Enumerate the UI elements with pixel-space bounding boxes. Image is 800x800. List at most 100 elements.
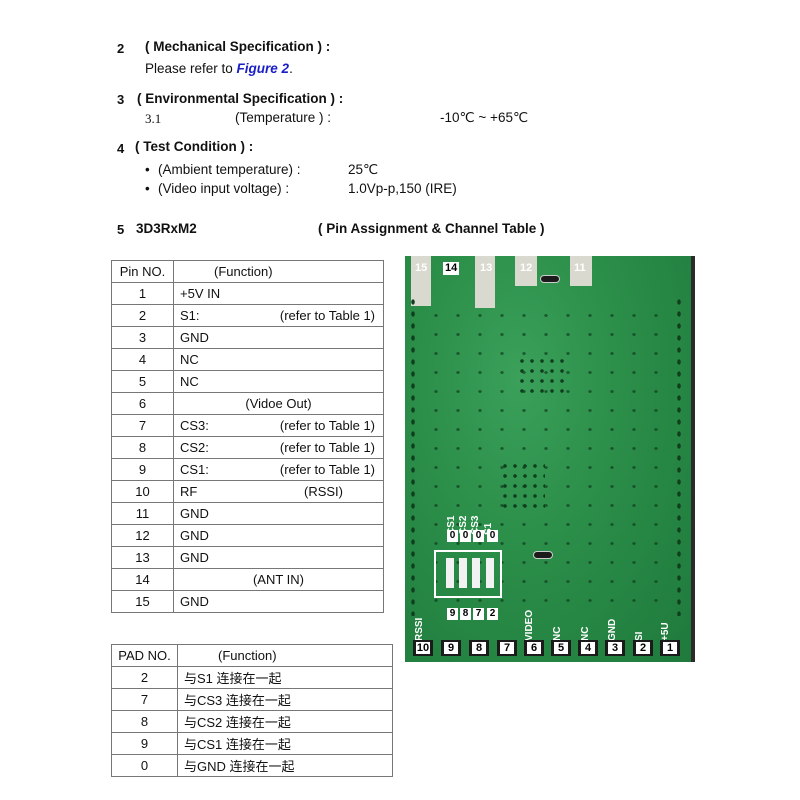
dip-switch [486, 558, 494, 588]
bottom-pin-label: 5 [554, 642, 568, 654]
model-name: 3D3RxM2 [136, 221, 197, 236]
pin-number: 5 [111, 370, 174, 393]
section-2-title: ( Mechanical Specification ) : [145, 39, 331, 54]
pcb-photo: 15 14 13 12 11 CS1 CS2 CS3 S1 0 0 0 0 9 … [405, 256, 695, 662]
bottom-pad-8: 8 [469, 640, 489, 656]
bottom-pin-label: 8 [472, 642, 486, 654]
top-pad-15 [411, 256, 431, 306]
temperature-value: -10℃ ~ +65℃ [440, 110, 529, 125]
video-input-voltage-label: (Video input voltage) : [158, 181, 290, 196]
top-pad-12 [515, 256, 537, 286]
section-5-title: ( Pin Assignment & Channel Table ) [318, 221, 545, 236]
pin-function: CS1: (refer to Table 1) [173, 458, 384, 481]
via-column [409, 296, 417, 616]
pin-number: 12 [111, 524, 174, 547]
function-name: NC [180, 374, 199, 389]
bottom-pad-6: 6 [524, 640, 544, 656]
pin-function: (ANT IN) [173, 568, 384, 591]
pin-number: 8 [111, 436, 174, 459]
dip-value: 0 [473, 530, 484, 542]
pad-number: 8 [111, 710, 178, 733]
pad-number: 7 [111, 688, 178, 711]
table-row: 3 GND [111, 326, 384, 349]
pin-number: 4 [111, 348, 174, 371]
bottom-pad-9: 9 [441, 640, 461, 656]
bottom-pad-7: 7 [497, 640, 517, 656]
pin-number: 3 [111, 326, 174, 349]
bottom-pad-2: 2 [633, 640, 653, 656]
function-name: CS1: [180, 462, 209, 477]
pad-function: 与CS2 连接在一起 [177, 710, 393, 733]
silk-label-video: VIDEO [524, 609, 535, 641]
top-pad-13 [475, 256, 495, 308]
section-5-number: 5 [117, 222, 125, 237]
top-pad-11 [570, 256, 592, 286]
pin-number: 14 [111, 568, 174, 591]
dip-switch [446, 558, 454, 588]
silk-label-rssi: RSSI [414, 617, 425, 641]
pin-number: 7 [111, 414, 174, 437]
bottom-pin-label: 10 [416, 642, 430, 654]
header-pin-no: Pin NO. [111, 260, 174, 283]
silk-label-nc: NC [580, 626, 591, 641]
table-row: 6 (Vidoe Out) [111, 392, 384, 415]
bottom-pin-label: 1 [663, 642, 677, 654]
pin-function: GND [173, 590, 384, 613]
silk-label-5v: +5U [660, 622, 671, 641]
pin-function: (Vidoe Out) [173, 392, 384, 415]
via-column [675, 296, 683, 616]
function-name: (Vidoe Out) [245, 396, 312, 411]
temperature-sub-number: 3.1 [145, 111, 162, 126]
header-pad-no: PAD NO. [111, 644, 178, 667]
function-name: GND [180, 330, 209, 345]
function-name: (ANT IN) [252, 572, 305, 587]
table-header-row: Pin NO. (Function) [111, 260, 384, 283]
bottom-pin-label: 7 [500, 642, 514, 654]
pin-function: CS2:(refer to Table 1) [173, 436, 384, 459]
dip-switch [472, 558, 480, 588]
function-note: (refer to Table 1) [279, 462, 375, 477]
pad-function: 与S1 连接在一起 [177, 666, 393, 689]
function-name: NC [180, 352, 199, 367]
section-4-number: 4 [117, 141, 125, 156]
dip-switch [459, 558, 467, 588]
function-name: CS2: [180, 440, 209, 455]
silk-label-gnd: GND [607, 618, 618, 641]
pin-number: 2 [111, 304, 174, 327]
function-name: S1: [180, 308, 200, 323]
slot-hole [540, 275, 560, 283]
ambient-temperature-value: 25℃ [348, 162, 379, 177]
dip-value: 0 [460, 530, 471, 542]
dip-value: 0 [447, 530, 458, 542]
dip-value: 0 [487, 530, 498, 542]
mechanical-text: Please refer to Figure 2. [145, 61, 293, 76]
test-item-bullet: • [145, 181, 150, 196]
pin-function: NC [173, 348, 384, 371]
pin-number: 6 [111, 392, 174, 415]
section-3-title: ( Environmental Specification ) : [137, 91, 344, 106]
pin-function: RF(RSSI) [173, 480, 384, 503]
bottom-pad-10: 10 [413, 640, 433, 656]
function-name: +5V IN [180, 286, 221, 301]
pin-function: GND [173, 524, 384, 547]
pin-number: 9 [111, 458, 174, 481]
pin-function: +5V IN [173, 282, 384, 305]
pad-number: 0 [111, 754, 178, 777]
table-header-row: PAD NO. (Function) [111, 644, 393, 667]
pad-function: 与CS1 连接在一起 [177, 732, 393, 755]
table-row: 14 (ANT IN) [111, 568, 384, 591]
pin-function: S1:(refer to Table 1) [173, 304, 384, 327]
bottom-pad-5: 5 [551, 640, 571, 656]
figure-2-link[interactable]: Figure 2 [236, 61, 290, 76]
table-row: 5 NC [111, 370, 384, 393]
